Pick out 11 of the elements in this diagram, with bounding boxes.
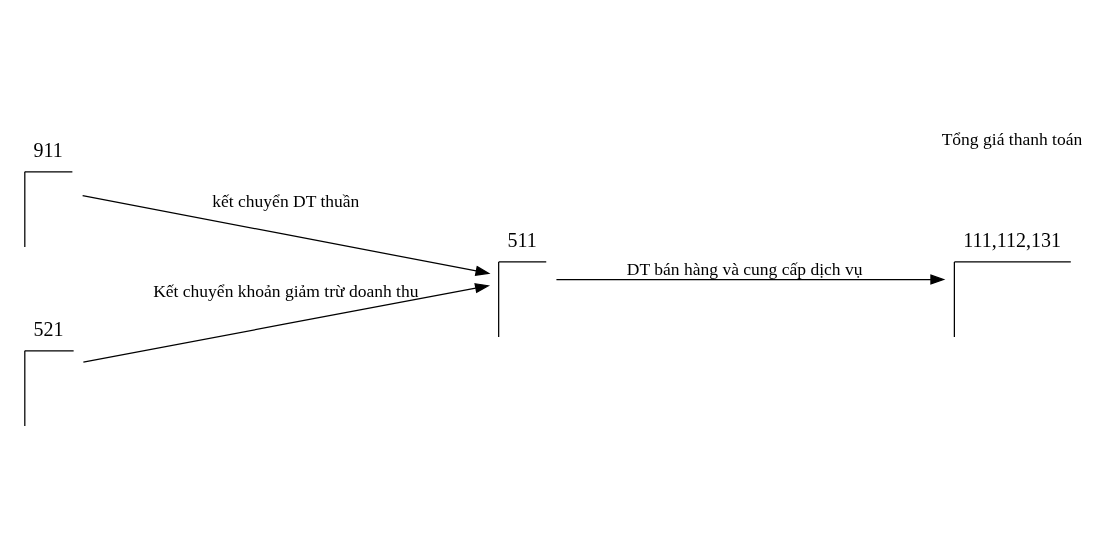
- node-text: 521: [33, 317, 64, 340]
- label: Tổng giá thanh toán: [941, 129, 1083, 150]
- arrow: [82, 283, 490, 363]
- node-text: 911: [33, 138, 63, 161]
- edge-label: kết chuyển DT thuần: [212, 191, 360, 212]
- node-text: 111,112,131: [963, 228, 1061, 251]
- edge-label: DT bán hàng và cung cấp dịch vụ: [626, 258, 863, 279]
- arrow: [555, 274, 946, 285]
- arrow: [82, 195, 491, 276]
- edge-label: Kết chuyển khoản giảm trừ doanh thu: [153, 281, 419, 302]
- node-text: 511: [507, 228, 537, 251]
